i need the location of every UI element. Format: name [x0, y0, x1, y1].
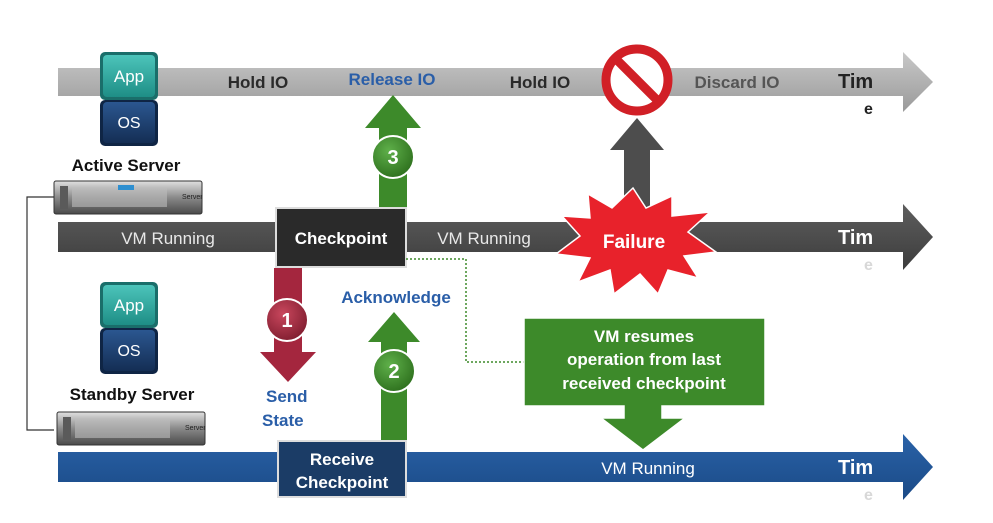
step2-number: 2 [388, 361, 399, 383]
active-server-stack: App OS [100, 52, 158, 146]
hold-io-label-2: Hold IO [510, 73, 570, 92]
active-server-rack-icon: Server [53, 180, 203, 215]
step3-number: 3 [387, 147, 398, 169]
app-label: App [114, 67, 144, 86]
os-box [103, 330, 155, 371]
standby-time-label-e: e [864, 487, 873, 504]
resume-text-line1: VM resumes [594, 327, 694, 346]
app-box [103, 285, 155, 325]
standby-server-label: Standby Server [70, 385, 195, 404]
resume-dotted-connector [406, 258, 525, 363]
io-time-label-e: e [864, 101, 873, 118]
app-box [103, 55, 155, 97]
resume-text-line2: operation from last [567, 350, 721, 369]
rack-text: Server [185, 425, 206, 432]
standby-server-stack: App OS [100, 282, 158, 374]
active-timeline-arrow [58, 204, 933, 270]
receive-checkpoint-box [277, 440, 407, 498]
vm-running-label-2: VM Running [437, 229, 531, 248]
active-time-label-e: e [864, 257, 873, 274]
rack-text: Server [182, 194, 203, 201]
standby-vm-running-label: VM Running [601, 459, 695, 478]
failure-burst [554, 186, 718, 296]
step1-badge [265, 298, 309, 342]
receive-checkpoint-label-line2: Checkpoint [296, 473, 389, 492]
acknowledge-label: Acknowledge [341, 288, 451, 307]
active-time-label: Tim [838, 227, 873, 249]
step1-number: 1 [281, 310, 292, 332]
resume-callout: VM resumes operation from last received … [523, 317, 766, 451]
io-time-label: Tim [838, 71, 873, 93]
checkpoint-box [275, 207, 407, 268]
release-io-label: Release IO [349, 70, 436, 89]
standby-server-rack-icon: Server [56, 411, 206, 446]
discard-io-label: Discard IO [694, 73, 779, 92]
resume-text-line3: received checkpoint [562, 374, 726, 393]
failure-label: Failure [603, 232, 665, 253]
step2-badge [372, 349, 416, 393]
app-label: App [114, 296, 144, 315]
send-state-label-line1: Send [266, 387, 308, 406]
standby-time-label: Tim [838, 457, 873, 479]
step3-badge [371, 135, 415, 179]
prohibited-icon [601, 44, 673, 116]
standby-timeline-arrow [58, 434, 933, 500]
hold-io-label: Hold IO [228, 73, 288, 92]
receive-checkpoint-label-line1: Receive [310, 450, 374, 469]
active-server-label: Active Server [72, 156, 181, 175]
io-timeline-arrow [58, 52, 933, 112]
failure-up-arrow [610, 118, 664, 212]
checkpoint-label: Checkpoint [295, 229, 388, 248]
os-label: OS [117, 115, 140, 132]
vm-running-label-1: VM Running [121, 229, 215, 248]
send-state-label-line2: State [262, 411, 304, 430]
os-label: OS [117, 343, 140, 360]
server-connector-line [26, 196, 54, 431]
os-box [103, 102, 155, 143]
